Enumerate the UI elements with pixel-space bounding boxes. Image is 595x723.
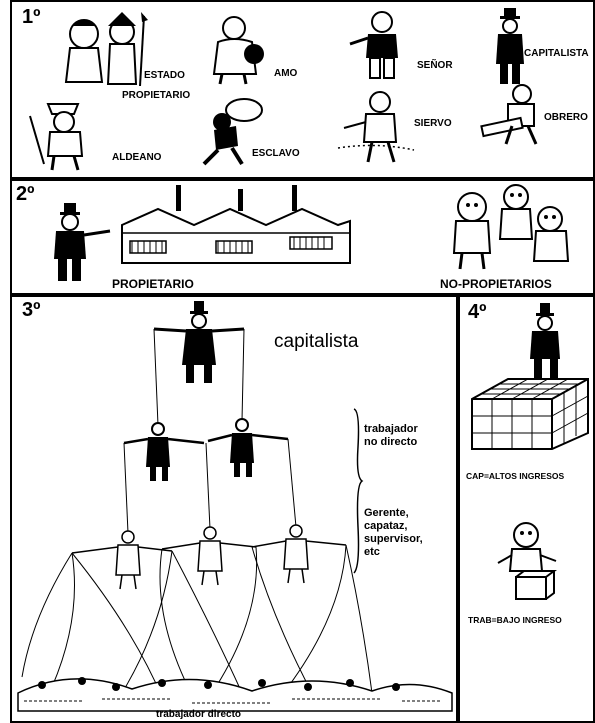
label-aldeano: ALDEANO bbox=[112, 152, 162, 163]
label-capitalista-p1: CAPITALISTA bbox=[524, 48, 589, 59]
panel-1: 1º ESTADO PROPIETARIO AMO SEÑOR bbox=[10, 0, 595, 179]
siervo-figure bbox=[337, 91, 415, 163]
panel-4: 4º CAP=ALTOS INGRESOS TRAB=BAJO INGRESO bbox=[458, 295, 595, 723]
label-trab-ingreso: TRAB=BAJO INGRESO bbox=[468, 615, 562, 625]
capitalista-figure-p1 bbox=[496, 8, 524, 84]
label-siervo: SIERVO bbox=[414, 118, 452, 129]
label-cap-ingresos: CAP=ALTOS INGRESOS bbox=[466, 471, 565, 481]
label-gerente: Gerente, capataz, supervisor, etc bbox=[364, 507, 423, 558]
label-estado: ESTADO bbox=[144, 70, 185, 81]
panel-2-number: 2º bbox=[16, 183, 35, 205]
label-no-propietarios: NO-PROPIETARIOS bbox=[440, 277, 552, 291]
label-propietario: PROPIETARIO bbox=[122, 90, 191, 101]
label-esclavo: ESCLAVO bbox=[252, 148, 300, 159]
panel-4-number: 4º bbox=[468, 301, 487, 323]
estado-figure bbox=[64, 12, 148, 87]
trabajador-on-box bbox=[497, 522, 557, 600]
label-propietario-p2: PROPIETARIO bbox=[112, 277, 194, 291]
puppet-hierarchy-diagram bbox=[17, 301, 453, 712]
no-propietarios-figures bbox=[452, 184, 570, 270]
amo-figure bbox=[212, 16, 264, 85]
label-trabajador-no-directo: trabajador no directo bbox=[364, 423, 418, 448]
esclavo-figure bbox=[202, 98, 263, 166]
label-trabajador-directo: trabajador directo bbox=[156, 709, 242, 720]
panel-3-number: 3º bbox=[22, 299, 41, 321]
obrero-figure bbox=[480, 84, 538, 145]
factory-drawing bbox=[121, 185, 351, 264]
panel-2: 2º PROPIETARIO NO-PRO bbox=[10, 179, 595, 295]
propietario-figure bbox=[54, 203, 111, 281]
senor-figure bbox=[349, 11, 398, 79]
aldeano-figure bbox=[29, 103, 84, 171]
label-amo: AMO bbox=[274, 68, 298, 79]
capitalista-on-cubes bbox=[471, 303, 589, 450]
label-capitalista-p3: capitalista bbox=[274, 331, 359, 352]
panel-3: 3º bbox=[10, 295, 458, 723]
label-senor: SEÑOR bbox=[417, 60, 453, 71]
label-obrero: OBRERO bbox=[544, 112, 588, 123]
panel-1-number: 1º bbox=[22, 6, 41, 28]
